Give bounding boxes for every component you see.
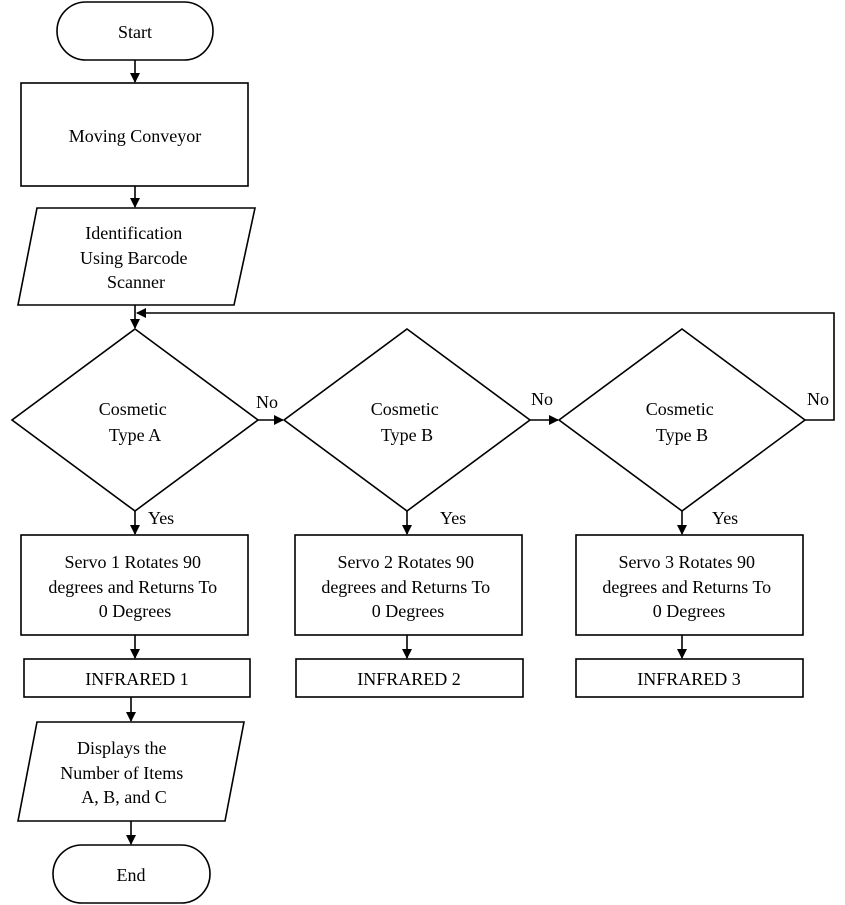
edge-label-b2-yes: Yes — [712, 508, 738, 528]
edge-label-b2-no: No — [807, 389, 829, 409]
node-moving-conveyor: Moving Conveyor — [20, 82, 249, 187]
decision-cosmetic-type-a: Cosmetic Type A — [10, 328, 260, 512]
node-servo-1-label: Servo 1 Rotates 90 degrees and Returns T… — [48, 552, 221, 621]
edge-label-b1-yes: Yes — [440, 508, 466, 528]
node-infrared-2-label: INFRARED 2 — [357, 669, 461, 689]
node-infrared-1: INFRARED 1 — [23, 658, 251, 698]
node-servo-3: Servo 3 Rotates 90 degrees and Returns T… — [575, 534, 804, 636]
node-display-items-label: Displays the Number of Items A, B, and C — [60, 738, 187, 807]
decision-cosmetic-type-b-1-label: Cosmetic Type B — [371, 399, 444, 445]
node-servo-2: Servo 2 Rotates 90 degrees and Returns T… — [294, 534, 523, 636]
node-start-label: Start — [118, 22, 152, 42]
node-servo-1: Servo 1 Rotates 90 degrees and Returns T… — [20, 534, 249, 636]
decision-cosmetic-type-b-1: Cosmetic Type B — [282, 328, 532, 512]
node-infrared-2: INFRARED 2 — [295, 658, 524, 698]
edge-decision-b2-no-loop — [136, 308, 835, 421]
node-infrared-1-label: INFRARED 1 — [85, 669, 189, 689]
node-end: End — [52, 844, 211, 904]
edge-label-a-yes: Yes — [148, 508, 174, 528]
node-servo-2-label: Servo 2 Rotates 90 degrees and Returns T… — [321, 552, 494, 621]
edge-label-a-no: No — [256, 392, 278, 412]
decision-cosmetic-type-b-2-label: Cosmetic Type B — [646, 399, 719, 445]
node-moving-conveyor-label: Moving Conveyor — [69, 126, 202, 146]
node-infrared-3-label: INFRARED 3 — [637, 669, 741, 689]
decision-cosmetic-type-a-label: Cosmetic Type A — [99, 399, 172, 445]
node-identification: Identification Using Barcode Scanner — [17, 207, 256, 306]
node-start: Start — [56, 1, 214, 61]
node-identification-label: Identification Using Barcode Scanner — [80, 223, 192, 292]
node-display-items: Displays the Number of Items A, B, and C — [17, 721, 245, 822]
node-infrared-3: INFRARED 3 — [575, 658, 804, 698]
decision-cosmetic-type-b-2: Cosmetic Type B — [557, 328, 807, 512]
edge-label-b1-no: No — [531, 389, 553, 409]
node-end-label: End — [117, 865, 146, 885]
node-servo-3-label: Servo 3 Rotates 90 degrees and Returns T… — [602, 552, 775, 621]
